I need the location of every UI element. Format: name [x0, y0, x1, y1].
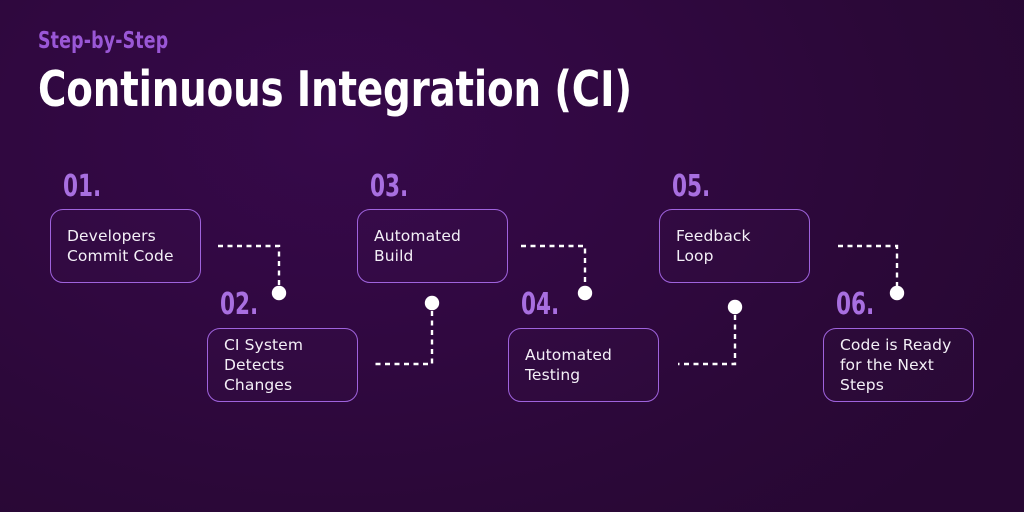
step-box-02[interactable]: CI System Detects Changes [207, 328, 358, 402]
connector-01-to-02 [210, 236, 302, 312]
connector-02-to-03 [365, 295, 457, 380]
connector-05-to-06 [830, 236, 922, 312]
step-number-06: 06. [836, 287, 875, 322]
header-block: Step-by-Step Continuous Integration (CI) [38, 30, 713, 116]
step-box-04[interactable]: Automated Testing [508, 328, 659, 402]
step-number-04: 04. [521, 287, 560, 322]
step-label-01: Developers Commit Code [67, 226, 174, 265]
eyebrow-text: Step-by-Step [38, 28, 169, 54]
step-number-03: 03. [370, 169, 409, 204]
step-box-01[interactable]: Developers Commit Code [50, 209, 201, 283]
step-number-02: 02. [220, 287, 259, 322]
step-label-04: Automated Testing [525, 345, 612, 384]
step-box-05[interactable]: Feedback Loop [659, 209, 810, 283]
step-label-05: Feedback Loop [676, 226, 751, 265]
step-label-03: Automated Build [374, 226, 461, 265]
step-number-05: 05. [672, 169, 711, 204]
page-title: Continuous Integration (CI) [38, 61, 632, 118]
step-label-02: CI System Detects Changes [224, 335, 304, 395]
connector-04-to-05 [668, 299, 760, 384]
connector-03-to-04 [513, 236, 605, 312]
step-label-06: Code is Ready for the Next Steps [840, 335, 952, 395]
step-number-01: 01. [63, 169, 102, 204]
step-box-03[interactable]: Automated Build [357, 209, 508, 283]
step-box-06[interactable]: Code is Ready for the Next Steps [823, 328, 974, 402]
